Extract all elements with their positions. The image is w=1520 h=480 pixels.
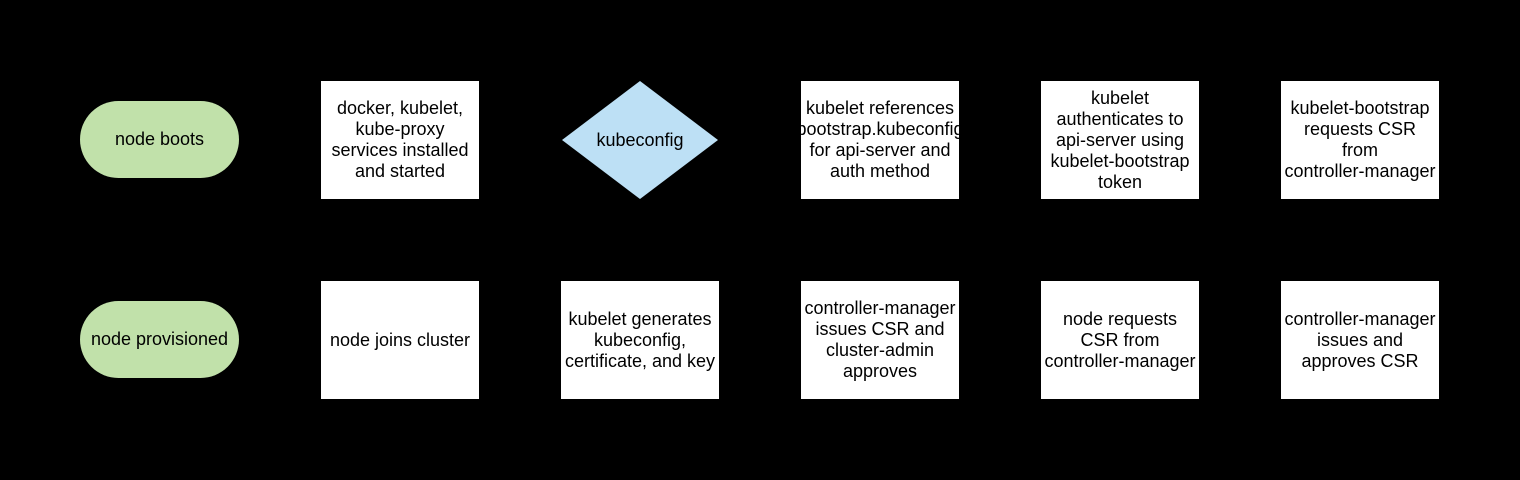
terminator-node-boots-label: node boots — [114, 129, 205, 149]
process-cm-issues-admin-approves: controller-manager issues CSR and cluste… — [801, 281, 959, 399]
terminator-node-provisioned: node provisioned — [80, 301, 239, 378]
process-kubelet-references: kubelet references bootstrap.kubeconfig … — [796, 81, 964, 199]
process-kubelet-authenticates-label: kubelet authenticates to api-server usin… — [1050, 87, 1190, 192]
process-node-requests-csr: node requests CSR from controller-manage… — [1041, 281, 1199, 399]
process-cm-issues-and-approves-label: controller-manager issues and approves C… — [1284, 308, 1436, 371]
process-kubelet-authenticates: kubelet authenticates to api-server usin… — [1041, 81, 1199, 199]
process-cm-issues-and-approves: controller-manager issues and approves C… — [1281, 281, 1439, 399]
process-services-installed-label: docker, kubelet, kube-proxy services ins… — [331, 98, 469, 181]
process-services-installed: docker, kubelet, kube-proxy services ins… — [321, 81, 479, 199]
process-bootstrap-requests-csr-label: kubelet-bootstrap requests CSR from cont… — [1284, 98, 1436, 181]
process-kubelet-generates-label: kubelet generates kubeconfig, certificat… — [564, 308, 716, 371]
process-node-joins-cluster: node joins cluster — [321, 281, 479, 399]
decision-kubeconfig: kubeconfig — [562, 81, 718, 199]
process-kubelet-generates: kubelet generates kubeconfig, certificat… — [561, 281, 719, 399]
process-node-requests-csr-label: node requests CSR from controller-manage… — [1044, 308, 1196, 371]
decision-kubeconfig-label: kubeconfig — [596, 129, 684, 150]
process-node-joins-cluster-label: node joins cluster — [329, 329, 471, 350]
terminator-node-boots: node boots — [80, 101, 239, 178]
process-cm-issues-admin-approves-label: controller-manager issues CSR and cluste… — [804, 298, 956, 381]
process-kubelet-references-label: kubelet references bootstrap.kubeconfig … — [796, 98, 964, 181]
terminator-node-provisioned-label: node provisioned — [90, 329, 229, 349]
process-bootstrap-requests-csr: kubelet-bootstrap requests CSR from cont… — [1281, 81, 1439, 199]
